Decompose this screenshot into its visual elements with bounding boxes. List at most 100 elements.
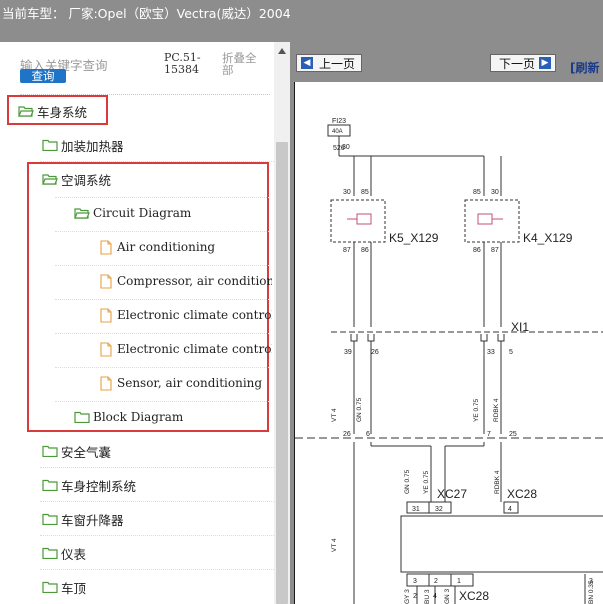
folder-icon: [42, 445, 58, 457]
tree-label: Circuit Diagram: [93, 206, 192, 220]
fuse-label: FI23: [332, 118, 346, 125]
pin-label: 32: [435, 506, 443, 513]
tree-label: 加装加热器: [61, 138, 124, 154]
relay-k5-label: K5_X129: [389, 231, 439, 245]
search-button[interactable]: 查询: [20, 69, 66, 83]
document-icon: [100, 273, 112, 289]
tree-item-window-lifter[interactable]: 车窗升降器: [42, 509, 124, 529]
row-divider: [55, 231, 269, 232]
row-divider: [40, 501, 274, 502]
document-icon: [100, 307, 112, 323]
scroll-thumb[interactable]: [276, 142, 288, 604]
navigation-pane: 输入关键字查询 查询 PC.51-15384 折叠全部 车身系统 加装加热器 空…: [0, 42, 290, 604]
tree-label: 车身系统: [37, 104, 88, 120]
tree-item-compressor[interactable]: Compressor, air conditioning: [100, 271, 272, 291]
row-divider: [55, 367, 269, 368]
document-code: PC.51-15384: [164, 51, 201, 76]
tree-label: 车顶: [61, 580, 87, 596]
tree-item-heater[interactable]: 加装加热器: [42, 135, 124, 155]
prev-page-button[interactable]: ◀ 上一页: [296, 54, 362, 72]
wire-color-label: BU 3: [424, 589, 431, 604]
tree-label: Sensor, air conditioning: [117, 376, 263, 390]
wire-color-label: GY 3: [404, 589, 411, 604]
folder-icon: [42, 581, 58, 593]
relay-k4-label: K4_X129: [523, 231, 573, 245]
title-bar: 当前车型： 厂家:Opel（欧宝）Vectra(威达）2004: [0, 0, 603, 42]
pin-label: 33: [487, 349, 495, 356]
tree-item-body-control[interactable]: 车身控制系统: [42, 475, 136, 495]
wire-color-label: VT 4: [331, 538, 338, 552]
wire-color-label: GN 3: [444, 588, 451, 604]
pin-label: 30: [343, 189, 351, 196]
pin-label: 1: [457, 578, 461, 585]
fuse-box-label: 526: [333, 145, 345, 152]
tree-item-block-diagram[interactable]: Block Diagram: [74, 407, 183, 427]
wire-color-label: GN 0.75: [356, 397, 363, 422]
connector-xc28-label: XC28: [507, 487, 537, 501]
pin-label: 26: [343, 431, 351, 438]
refresh-link[interactable]: [刷新: [570, 61, 600, 75]
wiring-diagram-viewer[interactable]: FI23 40A 526 30 30 85 87 86 85 30 86 87 …: [294, 82, 603, 604]
tree-label: 空调系统: [61, 172, 112, 188]
pin-label: 2: [434, 578, 438, 585]
current-model-title: 当前车型： 厂家:Opel（欧宝）Vectra(威达）2004: [2, 6, 291, 21]
pin-label: 87: [491, 247, 499, 254]
pin-label: 86: [361, 247, 369, 254]
connector-xc28-lower-label: XC28: [459, 589, 489, 603]
row-divider: [55, 265, 269, 266]
tree-item-airbag[interactable]: 安全气囊: [42, 441, 111, 461]
wire-color-label: YE 0.75: [423, 470, 430, 494]
tree-item-ac-system[interactable]: 空调系统: [42, 169, 111, 189]
collapse-all-button[interactable]: 折叠全部: [222, 51, 257, 77]
connector-xi1-label: XI1: [511, 320, 529, 334]
pin-label: 2: [413, 593, 417, 600]
folder-icon: [42, 513, 58, 525]
row-divider: [40, 161, 274, 162]
scroll-up-arrow-icon[interactable]: [274, 44, 290, 58]
tree-label: Air conditioning: [117, 240, 216, 254]
row-divider: [55, 333, 269, 334]
row-divider: [40, 569, 274, 570]
tree-item-sensor[interactable]: Sensor, air conditioning: [100, 373, 262, 393]
pin-label: 25: [509, 431, 517, 438]
diagram-pane: ◀ 上一页 下一页 ▶ [刷新: [290, 42, 603, 604]
pin-label: 7: [487, 431, 491, 438]
tree-item-circuit-diagram[interactable]: Circuit Diagram: [74, 203, 191, 223]
pin-label: 31: [412, 506, 420, 513]
pin-label: 87: [343, 247, 351, 254]
row-divider: [55, 197, 269, 198]
folder-icon: [42, 139, 58, 151]
tree-item-climate-control-1[interactable]: Electronic climate control - 1: [100, 305, 272, 325]
pin-label: 86: [473, 247, 481, 254]
wire-color-label: RDBK 4: [493, 398, 500, 422]
folder-icon: [74, 411, 90, 423]
next-page-button[interactable]: 下一页 ▶: [490, 54, 556, 72]
wiring-diagram: FI23 40A 526 30 30 85 87 86 85 30 86 87 …: [295, 118, 603, 604]
wire-color-label: GN 0.75: [404, 469, 411, 494]
tree-item-climate-control-2[interactable]: Electronic climate control - 2: [100, 339, 272, 359]
tree-label: 仪表: [61, 546, 87, 562]
tree-label: Block Diagram: [93, 410, 184, 424]
connector-xc27-label: XC27: [437, 487, 467, 501]
tree-item-air-conditioning[interactable]: Air conditioning: [100, 237, 215, 257]
document-icon: [100, 375, 112, 391]
folder-icon: [42, 479, 58, 491]
folder-open-icon: [18, 106, 34, 117]
tree-item-instruments[interactable]: 仪表: [42, 543, 86, 563]
folder-open-icon: [42, 174, 58, 185]
row-divider: [40, 467, 274, 468]
tree-label: 车窗升降器: [61, 512, 124, 528]
tree-item-body-system[interactable]: 车身系统: [18, 101, 87, 121]
highlight-box-body-system: [7, 95, 108, 125]
pin-label: 3: [589, 578, 593, 585]
wire-color-label: VT 4: [331, 408, 338, 422]
pin-label: 30: [491, 189, 499, 196]
tree-scrollbar[interactable]: [274, 42, 290, 604]
tree-label: Electronic climate control - 1: [117, 308, 272, 322]
tree-label: 车身控制系统: [61, 478, 137, 494]
pin-label: 6: [366, 431, 370, 438]
pin-label: 3: [413, 578, 417, 585]
arrow-right-icon: ▶: [539, 57, 551, 69]
folder-open-icon: [74, 208, 90, 219]
tree-item-roof[interactable]: 车顶: [42, 577, 86, 597]
